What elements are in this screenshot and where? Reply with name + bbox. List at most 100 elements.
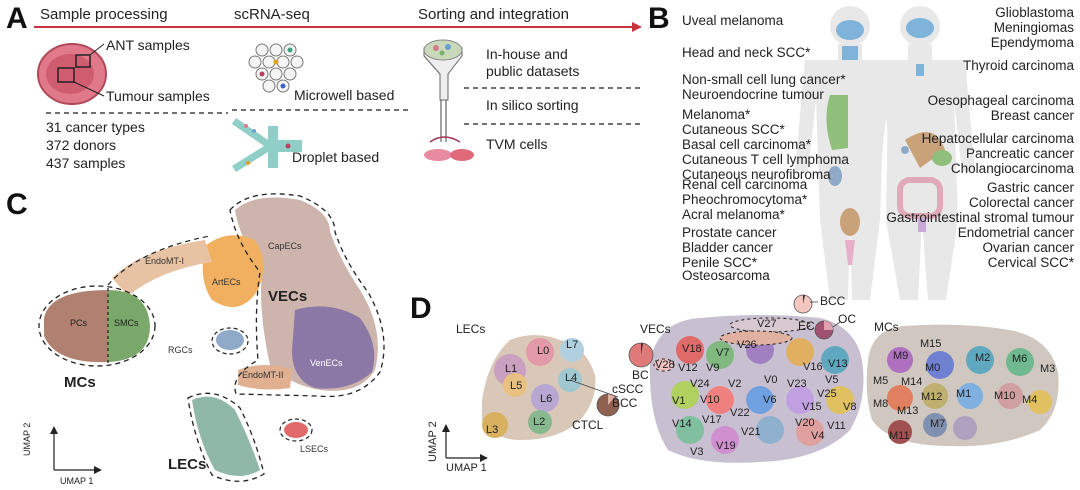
vec-label-v3: V3 [690,446,704,458]
mc-label-m10: M10 [994,390,1016,402]
pie-bcc-top [793,294,813,314]
vec-label-v7: V7 [716,347,730,359]
cancer-osteosarcoma: Osteosarcoma [682,268,770,283]
artecs-cluster [202,235,264,308]
mc-label-m11: M11 [889,430,910,442]
pie-oc [814,320,834,340]
mc-label-m15: M15 [920,338,942,350]
lecs-cluster [192,396,260,476]
pie-label-bcc-top: BCC [820,294,846,308]
cancer-oesophageal-breast: Oesophageal carcinoma Breast cancer [927,93,1074,123]
panel-letter-d: D [410,292,432,325]
mc-label-m9: M9 [893,350,909,362]
stage-sorting-integration: Sorting and integration [418,6,569,23]
vecs-outline [229,193,385,398]
ant-sample-box [75,54,91,68]
vec-label-v9: V9 [706,362,720,374]
label-endomt-ii: EndoMT-II [242,370,284,380]
group-mcs-label: MCs [874,320,899,334]
label-venecs: VenECs [310,358,343,368]
lec-label-l6: L6 [540,393,553,405]
vec-label-v6: V6 [763,394,777,406]
stat-samples: 437 samples [46,155,126,171]
pcs-cluster [44,290,108,363]
label-smcs: SMCs [114,318,139,328]
mcs-outline [38,285,156,367]
stage-scrnaseq: scRNA-seq [234,6,310,23]
label-vecs: VECs [268,288,308,305]
vec-label-v23: V23 [787,378,807,390]
umap1-axis-label-c: UMAP 1 [60,476,94,486]
cancer-brain-group: Glioblastoma Meningiomas Ependymoma [990,5,1074,50]
cancer-prostate-group: Prostate cancer Bladder cancer Penile SC… [682,225,777,270]
panel-letter-c: C [6,188,28,221]
label-pcs: PCs [70,318,88,328]
vec-label-v1: V1 [672,395,686,407]
mc-label-m7: M7 [930,418,946,430]
label-capecs: CapECs [268,241,302,251]
group-lecs-label: LECs [456,322,486,336]
rgcs-cluster [216,330,244,350]
lecs-outline [187,392,265,482]
microwell-icon [248,43,304,93]
vec-label-v2: V2 [728,378,742,390]
mc-label-m5: M5 [873,375,889,387]
vec-label-v17: V17 [702,414,722,426]
label-lsecs: LSECs [300,444,329,454]
panel-letter-a: A [6,2,28,35]
pie-label-ctcl: CTCL [572,418,604,432]
tumour-sample-box [57,67,75,83]
mc-label-m0: M0 [925,362,941,374]
droplet-icon [232,118,302,172]
lec-label-l3: L3 [486,424,499,436]
smcs-cluster [108,290,150,362]
pie-label-bc: BC [632,368,649,382]
panel-letter-b: B [648,2,670,35]
vec-label-v24: V24 [690,378,710,390]
tumour-core [46,54,94,94]
endomt2-cluster [238,365,292,390]
lec-label-l1: L1 [505,363,518,375]
vec-label-v15: V15 [802,401,822,413]
label-artecs: ArtECs [212,277,241,287]
mc-label-m14: M14 [901,376,923,388]
vec-label-v18: V18 [682,343,702,355]
cancer-thyroid: Thyroid carcinoma [962,58,1074,73]
vec-label-v21: V21 [741,426,761,438]
microwell-label: Microwell based [294,87,395,103]
cancer-gyn-group: Endometrial cancer Ovarian cancer Cervic… [957,225,1074,270]
cancer-uveal-melanoma: Uveal melanoma [682,13,784,28]
umap1-axis-label-d: UMAP 1 [446,462,487,474]
vec-label-v20: V20 [795,417,815,429]
vec-label-v22: V22 [730,407,750,419]
pie-label-oc: OC [838,312,856,326]
vec-label-v19: V19 [716,440,736,452]
vec-label-v8: V8 [843,401,857,413]
ant-samples-label: ANT samples [106,37,190,53]
vec-label-v14: V14 [672,418,692,430]
mc-label-m4: M4 [1022,394,1038,406]
mc-label-m1: M1 [956,388,972,400]
liver-organ [905,132,945,168]
pie-bc [628,342,654,368]
lec-label-l0: L0 [537,345,550,357]
datasets-label: In-house and public datasets [486,46,580,79]
lung-organ [826,95,848,150]
stage-sample-processing: Sample processing [40,6,168,23]
vec-label-v5: V5 [825,374,839,386]
vec-label-v12: V12 [678,362,698,374]
stat-donors: 372 donors [46,137,117,153]
lec-label-l2: L2 [533,416,546,428]
in-silico-sorting-label: In silico sorting [486,97,579,113]
vec-label-v25: V25 [817,388,837,400]
label-rgcs: RGCs [168,345,193,355]
umap2-axis-label-d: UMAP 2 [427,421,439,462]
cancer-liver-group: Hepatocellular carcinoma Pancreatic canc… [921,131,1074,176]
stat-cancer-types: 31 cancer types [46,119,145,135]
mc-label-m6: M6 [1012,353,1028,365]
label-mcs: MCs [64,374,96,391]
cancer-head-neck-scc: Head and neck SCC* [682,45,811,60]
droplet-label: Droplet based [292,149,380,165]
label-endomt-i: EndoMT-I [145,256,185,266]
